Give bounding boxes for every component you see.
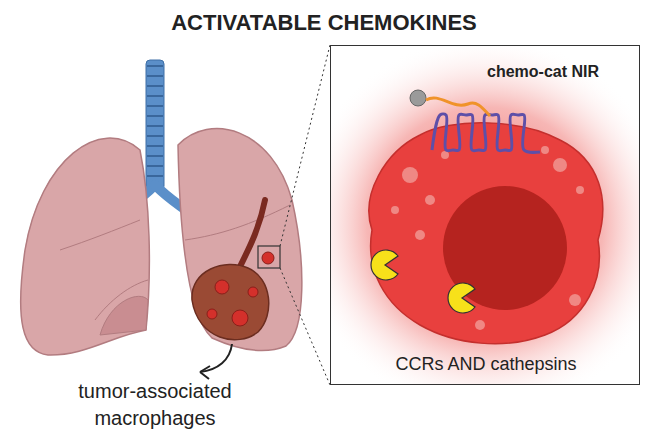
cell-caption: CCRs AND cathepsins — [395, 354, 576, 375]
zoom-square — [258, 246, 280, 268]
cell-type-label: tumor-associated macrophages — [55, 378, 255, 432]
cathepsin — [371, 250, 398, 280]
blood-vessel — [236, 200, 265, 275]
ligand — [410, 90, 426, 106]
cathepsin — [448, 283, 475, 313]
macrophage-cell — [369, 123, 603, 344]
left-lung — [21, 138, 150, 355]
ccr-receptor — [432, 114, 540, 152]
pointer-arrow — [200, 344, 232, 372]
probe-label: chemo-cat NIR — [487, 63, 599, 81]
title: ACTIVATABLE CHEMOKINES — [0, 10, 648, 36]
tumor — [192, 265, 269, 340]
zoom-box: chemo-cat NIR CCRs AND cathepsins — [330, 45, 640, 385]
right-lung — [178, 129, 302, 351]
chemokine-chain — [426, 98, 490, 116]
tumor-cells — [207, 252, 274, 326]
